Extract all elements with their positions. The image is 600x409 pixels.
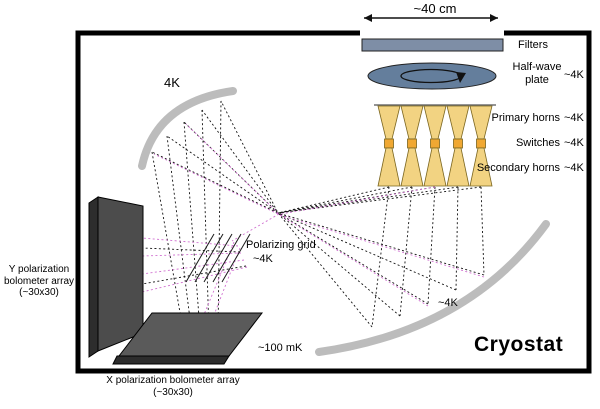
scale-arrowhead-right — [490, 14, 498, 22]
ray — [183, 121, 429, 305]
ray — [480, 186, 485, 276]
ray-bundle-to-x-array — [141, 100, 247, 337]
x-array-side — [112, 355, 230, 365]
ray-bundle-polarized — [141, 123, 485, 334]
ray-bundle-horns-to-mirror — [371, 186, 485, 328]
grid-wire — [185, 233, 215, 283]
ray — [427, 186, 436, 305]
ray — [141, 247, 241, 253]
horn-assembly — [374, 104, 496, 187]
y-bolometer-array — [88, 196, 144, 358]
primary-horn — [446, 105, 470, 140]
ray — [277, 186, 390, 214]
x-array-label: X polarization bolometer array (~30x30) — [106, 375, 240, 398]
polarizing-grid-temp: ~4K — [253, 253, 273, 265]
primary-horn — [423, 105, 447, 140]
ray — [220, 100, 373, 328]
grid-wire — [212, 233, 242, 283]
ray — [277, 186, 482, 214]
half-wave-plate-temp: ~4K — [564, 69, 584, 81]
ray — [201, 109, 210, 334]
filters-bar — [361, 38, 504, 52]
half-wave-plate-label: Half-wave plate — [512, 61, 562, 86]
filters-label: Filters — [518, 39, 548, 51]
polarized-ray — [141, 259, 245, 275]
half-wave-plate — [367, 62, 497, 90]
ray — [277, 186, 459, 214]
top-mirror-label: 4K — [164, 75, 180, 90]
y-array-face — [97, 196, 144, 352]
polarized-ray — [280, 186, 436, 215]
cryostat-wall — [75, 30, 592, 374]
switch — [407, 138, 417, 149]
secondary-horn — [400, 147, 424, 187]
rotation-arrowhead — [456, 72, 466, 83]
ray — [277, 186, 413, 214]
y-array-side — [88, 196, 99, 358]
bottom-mirror-4k — [315, 220, 550, 356]
switches-label: Switches — [515, 137, 560, 149]
secondary-horns-temp: ~4K — [564, 162, 584, 174]
x-array-face — [117, 312, 264, 357]
ray — [166, 135, 192, 328]
secondary-horn — [377, 147, 401, 187]
grid-wire — [203, 233, 233, 283]
secondary-horn — [469, 147, 493, 187]
ray — [201, 109, 401, 317]
switch — [430, 138, 440, 149]
polarized-ray — [153, 153, 485, 278]
secondary-horn — [446, 147, 470, 187]
switch — [384, 138, 394, 149]
ray — [399, 186, 413, 317]
scale-label: ~40 cm — [413, 1, 457, 16]
primary-horn — [469, 105, 493, 140]
primary-horn — [400, 105, 424, 140]
ray — [151, 151, 485, 276]
switches-temp: ~4K — [564, 137, 584, 149]
cryostat-label: Cryostat — [474, 333, 564, 356]
bottom-mirror-temp: ~4K — [438, 297, 458, 309]
polarizing-grid — [185, 233, 251, 283]
scale-arrowhead-left — [364, 14, 372, 22]
ray — [455, 186, 459, 291]
top-mirror-4k — [138, 87, 237, 170]
primary-horn — [377, 105, 401, 140]
polarizing-grid-label: Polarizing grid — [246, 239, 316, 251]
half-wave-plate-disk — [367, 62, 497, 90]
grid-wire — [194, 233, 224, 283]
secondary-horns-label: Secondary horns — [476, 162, 560, 174]
primary-horns-temp: ~4K — [564, 112, 584, 124]
x-bolometer-array — [112, 312, 264, 365]
grid-wire — [221, 233, 251, 283]
ray — [151, 151, 183, 325]
base-temp-label: ~100 mK — [258, 342, 303, 354]
polarized-ray — [185, 123, 429, 307]
scale-arrow — [364, 14, 498, 22]
ray — [183, 121, 201, 331]
switch — [453, 138, 463, 149]
primary-horns-label: Primary horns — [491, 112, 560, 124]
ray — [371, 186, 390, 328]
switch — [476, 138, 486, 149]
y-array-label: Y polarization bolometer array (~30x30) — [3, 264, 75, 298]
polarized-ray — [141, 266, 248, 293]
polarized-ray — [141, 237, 239, 247]
ray — [217, 100, 222, 337]
polarized-ray — [141, 252, 242, 257]
secondary-horn — [423, 147, 447, 187]
